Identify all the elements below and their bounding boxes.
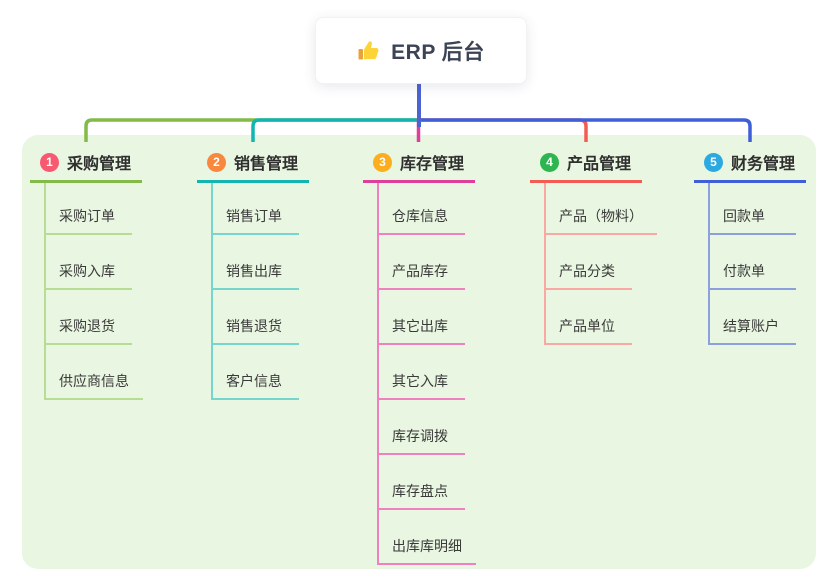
branch-topic[interactable]: 1 采购管理 — [30, 145, 142, 183]
child-label: 采购退货 — [59, 318, 115, 334]
branch-children: 采购订单 采购入库 采购退货 供应商信息 — [44, 183, 143, 400]
thumbs-up-icon — [357, 39, 381, 63]
child-label: 销售出库 — [226, 263, 282, 279]
branch-children: 销售订单 销售出库 销售退货 客户信息 — [211, 183, 299, 400]
child-topic[interactable]: 结算账户 — [710, 290, 796, 345]
branch-node-2: 2 销售管理 销售订单 销售出库 销售退货 客户信息 — [197, 145, 309, 400]
branch-children: 仓库信息 产品库存 其它出库 其它入库 库存调拨 库存盘点 出库库明细 — [377, 183, 476, 565]
branch-children: 产品（物料） 产品分类 产品单位 — [544, 183, 657, 345]
child-label: 产品（物料） — [559, 208, 643, 224]
branch-node-3: 3 库存管理 仓库信息 产品库存 其它出库 其它入库 库存调拨 库存盘点 出库库… — [363, 145, 476, 565]
child-label: 库存调拨 — [392, 428, 448, 444]
child-topic[interactable]: 产品分类 — [546, 235, 632, 290]
child-label: 出库库明细 — [392, 538, 462, 554]
child-label: 销售退货 — [226, 318, 282, 334]
branch-topic[interactable]: 5 财务管理 — [694, 145, 806, 183]
child-topic[interactable]: 销售订单 — [213, 183, 299, 235]
branch-number-badge: 2 — [207, 152, 226, 172]
child-topic[interactable]: 产品库存 — [379, 235, 465, 290]
child-topic[interactable]: 销售退货 — [213, 290, 299, 345]
child-label: 产品单位 — [559, 318, 615, 334]
child-topic[interactable]: 库存盘点 — [379, 455, 465, 510]
branch-children: 回款单 付款单 结算账户 — [708, 183, 796, 345]
child-label: 产品库存 — [392, 263, 448, 279]
child-topic[interactable]: 出库库明细 — [379, 510, 476, 565]
child-label: 结算账户 — [723, 318, 779, 334]
branch-label: 财务管理 — [731, 156, 796, 173]
child-topic[interactable]: 回款单 — [710, 183, 796, 235]
child-label: 客户信息 — [226, 373, 282, 389]
child-topic[interactable]: 其它入库 — [379, 345, 465, 400]
child-topic[interactable]: 采购入库 — [46, 235, 132, 290]
child-topic[interactable]: 采购订单 — [46, 183, 132, 235]
child-topic[interactable]: 产品（物料） — [546, 183, 657, 235]
child-label: 销售订单 — [226, 208, 282, 224]
branch-label: 库存管理 — [400, 156, 465, 173]
branch-label: 销售管理 — [234, 156, 299, 173]
branch-label: 采购管理 — [67, 156, 132, 173]
child-topic[interactable]: 产品单位 — [546, 290, 632, 345]
branch-node-1: 1 采购管理 采购订单 采购入库 采购退货 供应商信息 — [30, 145, 143, 400]
branch-number-badge: 3 — [373, 152, 392, 172]
child-label: 仓库信息 — [392, 208, 448, 224]
branch-number-badge: 5 — [704, 152, 723, 172]
child-label: 采购订单 — [59, 208, 115, 224]
child-topic[interactable]: 付款单 — [710, 235, 796, 290]
child-topic[interactable]: 供应商信息 — [46, 345, 143, 400]
branch-topic[interactable]: 2 销售管理 — [197, 145, 309, 183]
branch-node-4: 4 产品管理 产品（物料） 产品分类 产品单位 — [530, 145, 657, 345]
child-topic[interactable]: 客户信息 — [213, 345, 299, 400]
branch-node-5: 5 财务管理 回款单 付款单 结算账户 — [694, 145, 806, 345]
child-label: 付款单 — [723, 263, 765, 279]
child-label: 库存盘点 — [392, 483, 448, 499]
child-topic[interactable]: 库存调拨 — [379, 400, 465, 455]
child-topic[interactable]: 销售出库 — [213, 235, 299, 290]
child-label: 供应商信息 — [59, 373, 129, 389]
branch-topic[interactable]: 3 库存管理 — [363, 145, 475, 183]
branch-number-badge: 1 — [40, 152, 59, 172]
branch-label: 产品管理 — [567, 156, 632, 173]
branch-topic[interactable]: 4 产品管理 — [530, 145, 642, 183]
child-label: 其它入库 — [392, 373, 448, 389]
child-topic[interactable]: 其它出库 — [379, 290, 465, 345]
child-label: 产品分类 — [559, 263, 615, 279]
child-label: 回款单 — [723, 208, 765, 224]
root-label: ERP 后台 — [391, 40, 485, 64]
branch-number-badge: 4 — [540, 152, 559, 172]
root-node[interactable]: ERP 后台 — [315, 17, 527, 84]
child-label: 其它出库 — [392, 318, 448, 334]
child-topic[interactable]: 采购退货 — [46, 290, 132, 345]
child-label: 采购入库 — [59, 263, 115, 279]
mindmap-panel — [22, 135, 816, 569]
child-topic[interactable]: 仓库信息 — [379, 183, 465, 235]
